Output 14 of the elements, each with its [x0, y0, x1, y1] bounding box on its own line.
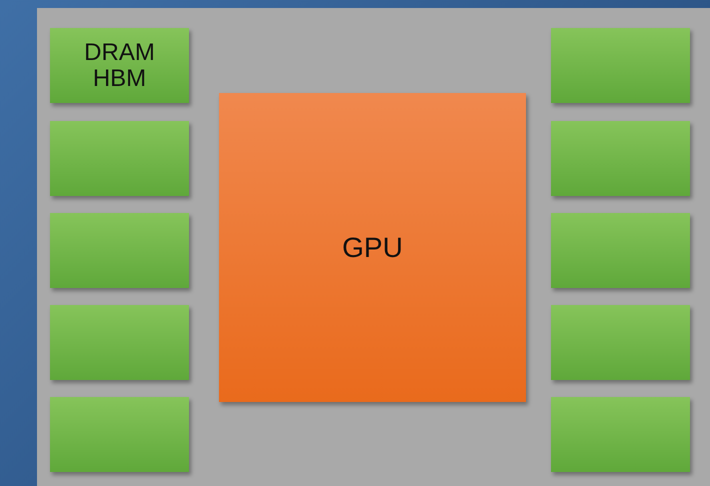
memory-chip — [551, 121, 690, 196]
memory-chip — [50, 28, 189, 103]
memory-chip — [50, 121, 189, 196]
memory-chip — [50, 305, 189, 380]
chip-label: DRAM HBM — [83, 40, 156, 91]
chip-label: GPU — [342, 232, 403, 262]
memory-chip — [551, 305, 690, 380]
memory-chip — [50, 213, 189, 288]
memory-chip — [551, 213, 690, 288]
memory-chip — [50, 397, 189, 472]
memory-chip — [551, 28, 690, 103]
memory-chip — [551, 397, 690, 472]
chip-package — [37, 8, 710, 486]
processor-die — [219, 93, 526, 402]
